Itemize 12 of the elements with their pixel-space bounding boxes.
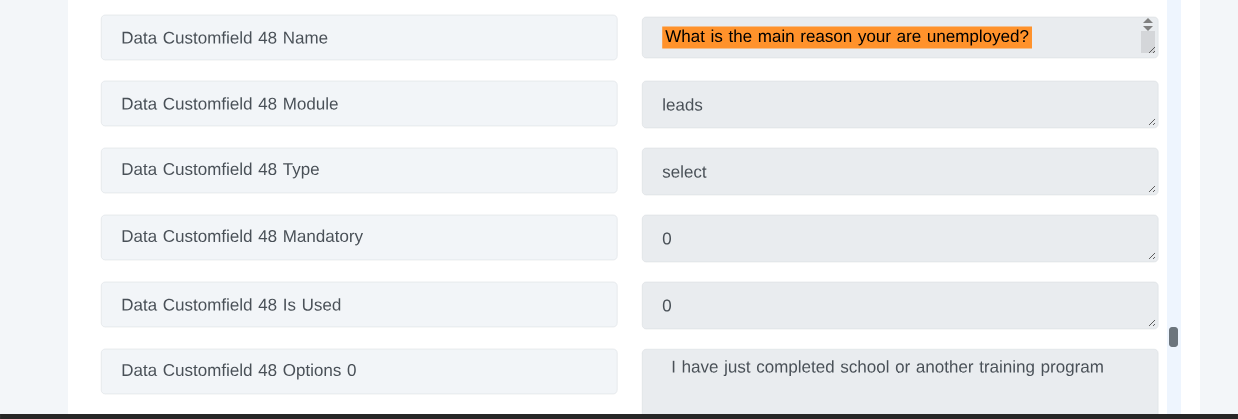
field-label: Data Customfield 48 Module <box>101 80 618 127</box>
field-label: Data Customfield 48 Options 0 <box>101 348 618 395</box>
text-area: 0 <box>642 214 1159 263</box>
text-area: What is the main reason your are unemployed? <box>642 16 1159 59</box>
field-label: Data Customfield 48 Name <box>101 14 618 61</box>
field-label: Data Customfield 48 Mandatory <box>101 214 618 261</box>
text-area: 0 <box>642 281 1159 330</box>
field-label: Data Customfield 48 Is Used <box>101 281 618 328</box>
text-area: I have just completed school or another training program <box>642 349 1159 414</box>
field-label: Data Customfield 48 Type <box>101 147 618 194</box>
text-area: select <box>642 147 1159 196</box>
text-area: leads <box>642 80 1159 129</box>
